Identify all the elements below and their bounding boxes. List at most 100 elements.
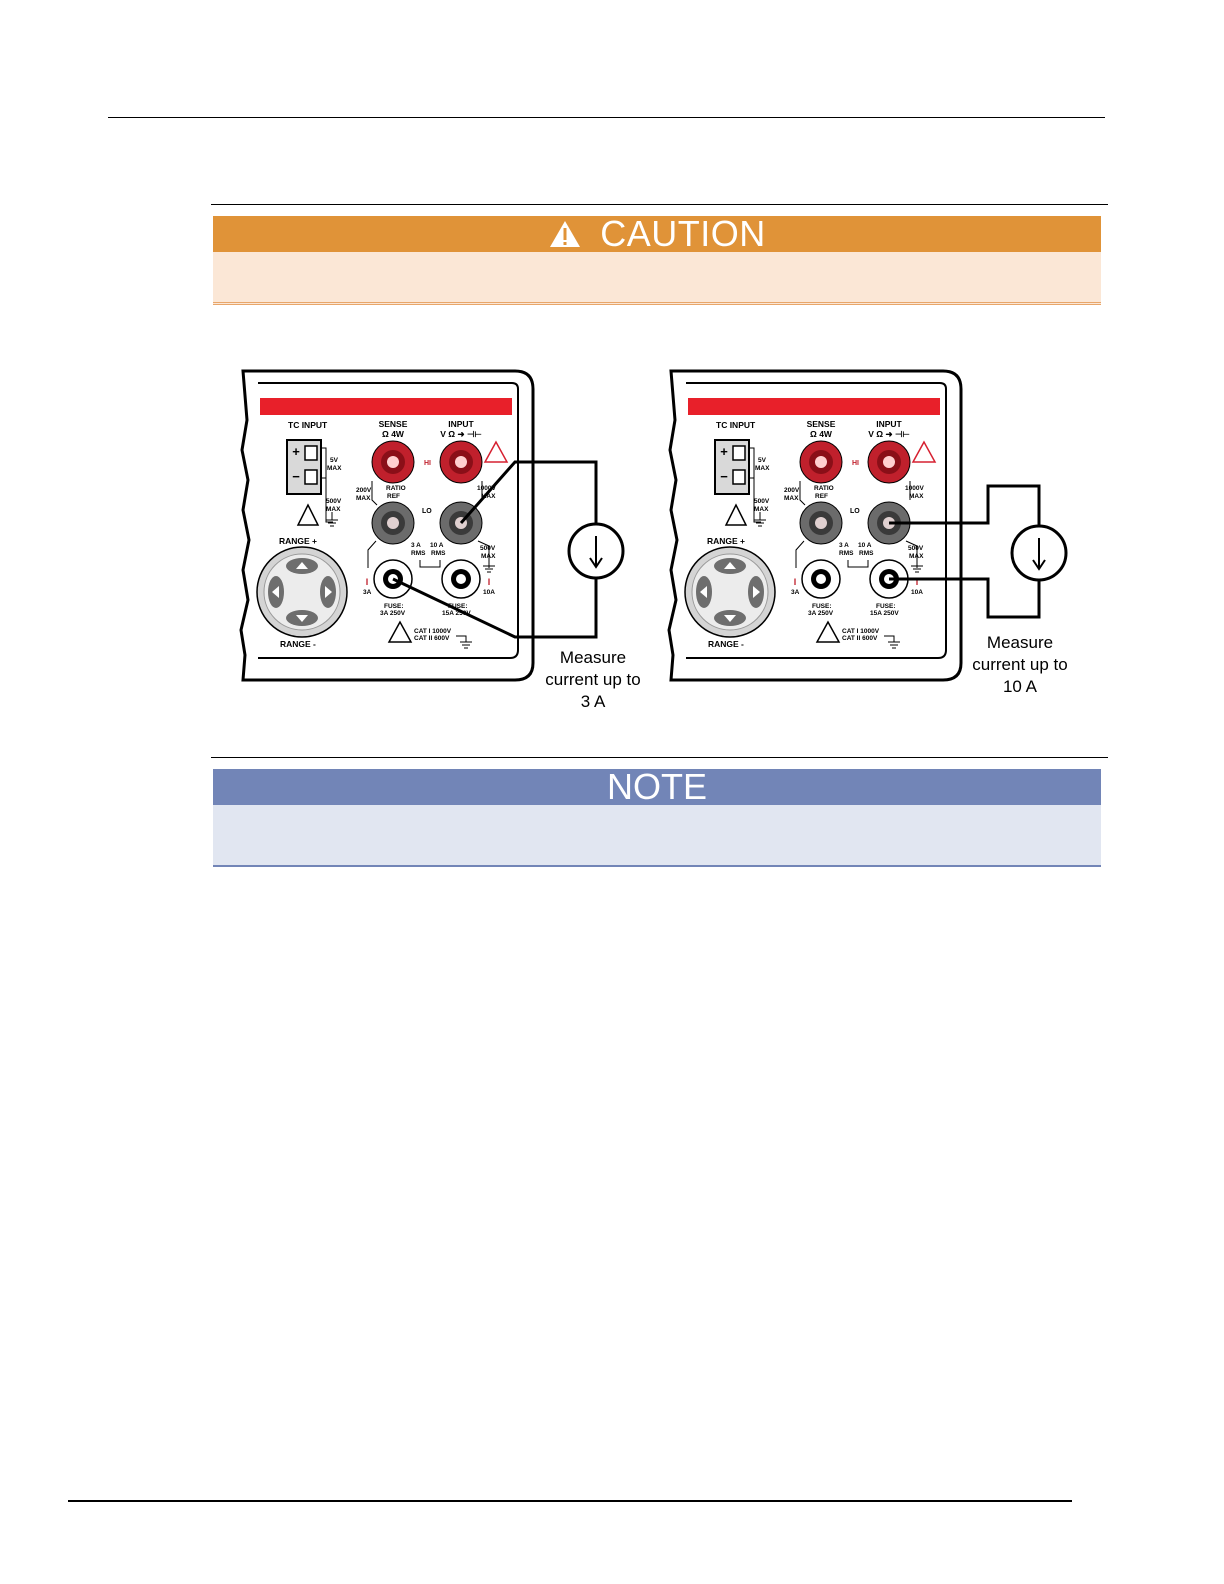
panel-label-v500b: 500V [908, 545, 924, 552]
panel-label-fuse-3a: 3A 250V [808, 610, 834, 617]
panel-label-max: MAX [909, 493, 924, 500]
panel-label-v1000: 1000V [477, 485, 496, 492]
panel-label-fuse: FUSE: [812, 603, 832, 610]
panel-label-input-line2: V Ω ➜ ⊣⊢ [440, 429, 482, 439]
panel-label-cat2: CAT II 600V [842, 635, 878, 642]
panel-label-lo: LO [850, 508, 860, 515]
panel-label-a10: 10A [911, 589, 923, 596]
panel-label-plus: + [292, 444, 300, 459]
panel-label-max: MAX [326, 506, 341, 513]
note-header: NOTE [213, 766, 1101, 807]
panel-label-plus: + [720, 444, 728, 459]
panel-label-rms-a-1: 3 A [839, 542, 849, 549]
caption-10a-line1: Measure [987, 633, 1053, 652]
panel-label-max: MAX [481, 553, 496, 560]
panel-label-input-line1: INPUT [876, 419, 902, 429]
panel-label-ref: REF [387, 493, 400, 500]
panel-label-lo: LO [422, 508, 432, 515]
panel-label-sense-line2: Ω 4W [810, 429, 833, 439]
panel-label-sense-line1: SENSE [379, 419, 408, 429]
panel-label-max: MAX [356, 495, 371, 502]
panel-label-fuse: FUSE: [448, 603, 468, 610]
panel-label-rms-b-2: RMS [431, 550, 446, 557]
panel-label-v200: 200V [356, 487, 372, 494]
wiring-3a [392, 460, 625, 639]
panel-label-max: MAX [754, 506, 769, 513]
panel-label-minus: − [720, 469, 728, 484]
panel-label-hi: HI [424, 460, 431, 467]
caption-10a: Measure current up to 10 A [972, 633, 1067, 696]
panel-label-ratio: RATIO [814, 485, 834, 492]
panel-label-cat1: CAT I 1000V [414, 628, 452, 635]
panel-label-v500a: 500V [326, 498, 342, 505]
panel-label-range-plus: RANGE + [707, 536, 745, 546]
caution-header: CAUTION [213, 213, 1101, 254]
panel-label-i-label: I [488, 577, 491, 587]
panel-label-v500a: 500V [754, 498, 770, 505]
note-body [213, 805, 1101, 867]
panel-label-rms-a-2: RMS [839, 550, 854, 557]
panel-label-rms-b-1: 10 A [430, 542, 444, 549]
caption-3a-line3: 3 A [581, 692, 606, 711]
panel-label-fuse: FUSE: [876, 603, 896, 610]
panel-label-sense-line2: Ω 4W [382, 429, 405, 439]
panel-label-i-label: I [916, 577, 919, 587]
panel-label-v1000: 1000V [905, 485, 924, 492]
panel-label-max: MAX [755, 465, 770, 472]
caption-3a-line2: current up to [545, 670, 640, 689]
panel-label-fuse: FUSE: [384, 603, 404, 610]
caution-body [213, 252, 1101, 305]
panel-label-rms-b-2: RMS [859, 550, 874, 557]
panel-label-v5: 5V [758, 457, 767, 464]
panel-label-cat1: CAT I 1000V [842, 628, 880, 635]
panel-label-minus: − [292, 469, 300, 484]
panel-10a [667, 369, 963, 682]
panel-label-tc-input: TC INPUT [288, 420, 328, 430]
panel-label-rms-a-2: RMS [411, 550, 426, 557]
panel-label-max: MAX [327, 465, 342, 472]
panel-label-range-minus: RANGE - [280, 639, 316, 649]
panel-label-hi: HI [852, 460, 859, 467]
panel-3a [239, 369, 535, 682]
panel-label-v200: 200V [784, 487, 800, 494]
wiring-10a [889, 484, 1068, 619]
panel-label-fuse-3a: 3A 250V [380, 610, 406, 617]
panel-label-rms-b-1: 10 A [858, 542, 872, 549]
panel-label-range-plus: RANGE + [279, 536, 317, 546]
caption-3a: Measure current up to 3 A [545, 648, 640, 711]
panel-label-ref: REF [815, 493, 828, 500]
panel-label-sense-line1: SENSE [807, 419, 836, 429]
panel-label-cat2: CAT II 600V [414, 635, 450, 642]
panel-label-rms-a-1: 3 A [411, 542, 421, 549]
panel-label-i-label: I [794, 577, 797, 587]
panel-label-max: MAX [481, 493, 496, 500]
note-top-rule [211, 757, 1108, 758]
panel-label-a3: 3A [363, 589, 372, 596]
panel-label-fuse-15a: 15A 250V [870, 610, 899, 617]
panel-label-max: MAX [909, 553, 924, 560]
panel-label-input-line2: V Ω ➜ ⊣⊢ [868, 429, 910, 439]
warning-triangle-icon [550, 221, 581, 247]
caption-3a-line1: Measure [560, 648, 626, 667]
panel-label-ratio: RATIO [386, 485, 406, 492]
header-rule [108, 117, 1105, 118]
panel-label-tc-input: TC INPUT [716, 420, 756, 430]
panel-label-v500b: 500V [480, 545, 496, 552]
panel-label-range-minus: RANGE - [708, 639, 744, 649]
panel-label-input-line1: INPUT [448, 419, 474, 429]
panel-label-fuse-15a: 15A 250V [442, 610, 471, 617]
panel-label-v5: 5V [330, 457, 339, 464]
caution-title: CAUTION [600, 213, 766, 254]
caution-top-rule [211, 204, 1108, 205]
panel-label-a10: 10A [483, 589, 495, 596]
caption-10a-line3: 10 A [1003, 677, 1038, 696]
panel-label-a3: 3A [791, 589, 800, 596]
panel-label-max: MAX [784, 495, 799, 502]
note-title: NOTE [606, 766, 707, 807]
caption-10a-line2: current up to [972, 655, 1067, 674]
panel-label-i-label: I [366, 577, 369, 587]
footer-rule [68, 1500, 1072, 1502]
